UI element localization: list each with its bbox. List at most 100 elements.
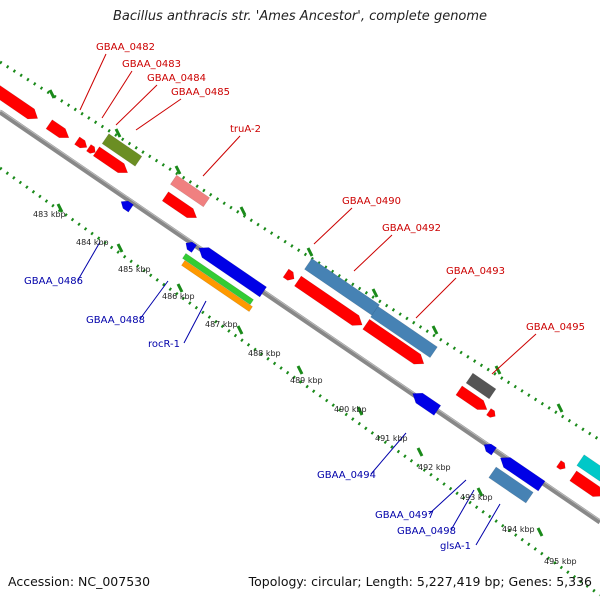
forward-gene-label[interactable]: GBAA_0482 [96,42,155,53]
gene-misc-shape [465,372,497,400]
outer-ring-tick [114,128,122,138]
callout-line [450,489,475,531]
outer-ring-tick [174,165,182,175]
kbp-scale-label: 488 kbp [248,349,281,358]
gene-trna-truA-2[interactable] [170,174,210,208]
gene-forward[interactable] [569,470,600,501]
gene-forward[interactable] [74,136,90,151]
genome-backbone [0,109,600,525]
gene-forward[interactable] [45,119,72,143]
gene-reverse[interactable] [497,453,546,492]
forward-gene-label[interactable]: GBAA_0493 [446,266,505,277]
callout-line [491,333,537,375]
callout-line [139,280,169,320]
kbp-scale-label: 492 kbp [418,463,451,472]
gene-forward-shape [161,191,198,218]
gene-forward[interactable] [486,408,497,419]
gene-forward[interactable] [86,144,97,155]
accession-text: Accession: NC_007530 [8,574,151,589]
gene-reverse-shape [120,200,134,213]
reverse-gene-label[interactable]: GBAA_0486 [24,276,83,287]
gene-forward-shape [92,146,129,173]
gene-reverse-shape [483,443,497,456]
gene-rrna-shape [101,133,143,167]
gene-features [0,82,600,504]
gene-pseudo[interactable] [370,305,438,359]
forward-gene-label[interactable]: GBAA_0495 [526,322,585,333]
gene-forward[interactable] [294,275,365,330]
genome-backbone-highlight [0,109,600,521]
gene-forward-shape [86,144,96,154]
inner-ring-tick [116,243,124,253]
reverse-gene-label[interactable]: rocR-1 [148,339,180,350]
kbp-scale-label: 495 kbp [544,557,577,566]
gene-forward[interactable] [161,191,200,223]
outer-ring-tick [371,288,379,298]
inner-ring-tick [536,527,544,537]
callout-line [79,53,107,111]
callout-line [415,277,457,319]
reverse-gene-label[interactable]: GBAA_0488 [86,315,145,326]
callout-line [353,234,393,272]
gene-misc[interactable] [465,372,497,400]
gene-reverse[interactable] [409,389,442,416]
kbp-scale-label: 493 kbp [460,493,493,502]
outer-ring-tick [494,365,502,375]
gene-reverse[interactable] [195,243,267,298]
reverse-gene-label[interactable]: GBAA_0494 [317,470,376,481]
outer-ring-tick [306,247,314,257]
forward-gene-label[interactable]: GBAA_0483 [122,59,181,70]
callout-line [135,98,182,131]
gene-green[interactable] [182,253,254,305]
callout-line [115,84,158,126]
gene-forward-shape [294,275,363,326]
forward-gene-label[interactable]: GBAA_0492 [382,223,441,234]
forward-gene-label[interactable]: truA-2 [230,124,261,135]
gene-green-shape [182,253,254,305]
inner-ring-tick [356,406,364,416]
kbp-scale-label: 491 kbp [375,434,408,443]
gene-forward-shape [45,119,70,139]
gene-reverse-shape [198,247,267,298]
gene-forward[interactable] [282,268,297,283]
forward-gene-label[interactable]: GBAA_0484 [147,73,206,84]
gene-reverse-shape [185,241,198,253]
reverse-gene-label[interactable]: glsA-1 [440,541,471,552]
callout-line [101,70,133,119]
gene-pseudo[interactable] [488,466,534,504]
gene-pseudo-shape [370,305,438,359]
outer-ring-tick [239,206,247,216]
gene-forward-shape [362,318,425,365]
gene-forward-shape [0,82,39,120]
outer-ring-tick [48,89,56,99]
gene-forward[interactable] [556,460,567,471]
reverse-gene-label[interactable]: GBAA_0497 [375,510,434,521]
gene-reverse[interactable] [482,441,497,456]
gene-forward[interactable] [92,146,131,178]
kbp-scale-label: 489 kbp [290,376,323,385]
inner-dotted-ring [0,166,600,597]
gene-orange[interactable] [181,260,253,312]
gene-reverse[interactable] [183,239,198,253]
gene-forward[interactable] [455,385,490,414]
reverse-gene-label[interactable]: GBAA_0498 [397,526,456,537]
gene-rrna[interactable] [101,133,143,167]
genome-title: Bacillus anthracis str. 'Ames Ancestor',… [112,9,488,24]
inner-ring-tick [296,365,304,375]
gene-reverse[interactable] [119,198,134,213]
gene-forward-shape [486,408,496,418]
inner-ring-tick [176,283,184,293]
gene-trna-truA-2-shape [170,174,210,208]
gene-forward[interactable] [362,318,428,368]
gene-reverse-shape [412,392,442,416]
kbp-scale-label: 484 kbp [76,238,109,247]
callout-line [202,135,241,177]
inner-ring-ticks [56,203,544,537]
forward-gene-label[interactable]: GBAA_0490 [342,196,401,207]
forward-gene-label[interactable]: GBAA_0485 [171,87,230,98]
gene-forward[interactable] [0,82,41,124]
callout-line [77,241,101,281]
